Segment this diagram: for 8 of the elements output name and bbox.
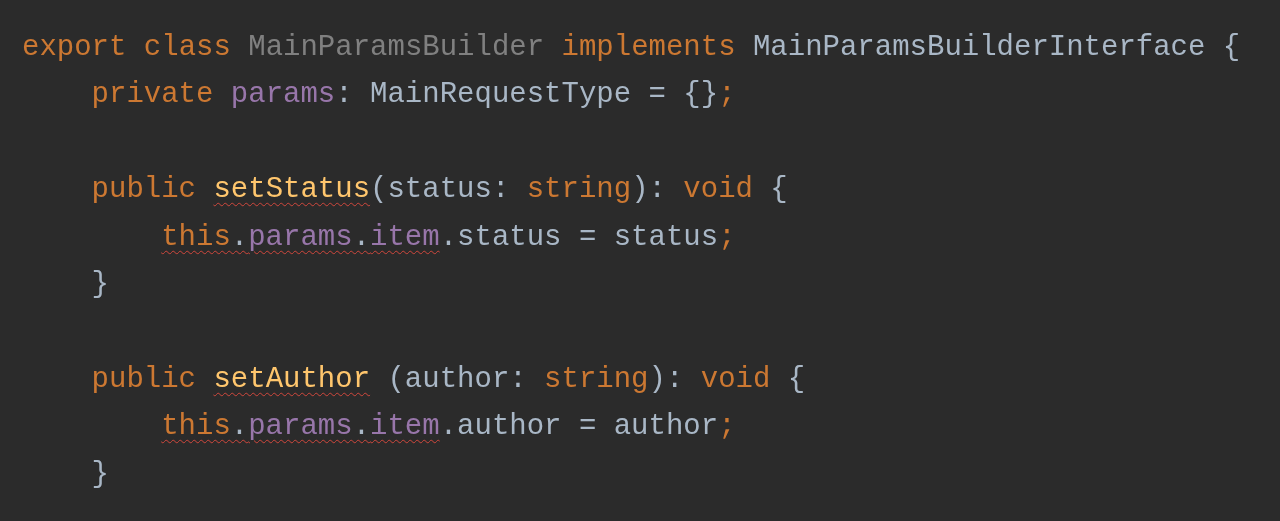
code-line: public setStatus(status: string): void { (91, 172, 788, 209)
code-line: this.params.item.status = status; (161, 219, 736, 256)
code-line: } (91, 456, 109, 493)
code-line: export class MainParamsBuilder implements MainParamsBuilderInterface { (22, 30, 1241, 66)
code-line: } (91, 267, 109, 303)
code-line: private params: MainRequestType = {}; (91, 77, 736, 114)
code-line: this.params.item.author = author; (161, 409, 736, 446)
code-line: public setAuthor (author: string): void { (91, 361, 806, 398)
